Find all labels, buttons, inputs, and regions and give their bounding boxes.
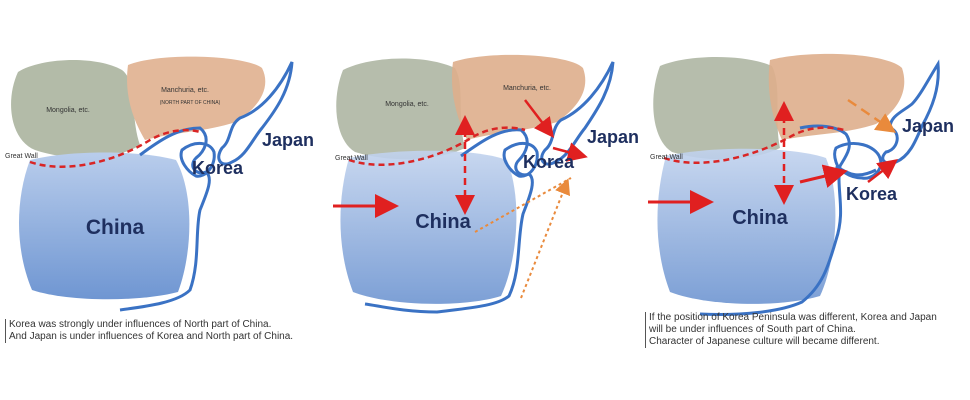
caption-historical: Korea was strongly under influences of N…	[5, 319, 293, 343]
japan-islands	[540, 61, 615, 166]
korea-peninsula	[502, 142, 539, 178]
caption-hypothetical: If the position of Korea Peninsula was d…	[645, 312, 937, 348]
korea-peninsula	[833, 142, 883, 180]
caption-line: will be under influences of South part o…	[649, 324, 856, 335]
manchuria-region	[127, 56, 266, 140]
great-wall-line	[29, 128, 201, 168]
caption-line: If the position of Korea Peninsula was d…	[649, 312, 937, 323]
influence-arrow-south-dotted	[520, 178, 571, 299]
mongolia-region	[653, 57, 780, 160]
coastline	[364, 128, 534, 314]
japan-label: Japan	[902, 116, 954, 136]
influence-arrow-korea-japan	[552, 142, 588, 162]
mongolia-label: Mongolia, etc.	[385, 101, 429, 108]
influence-arrow-china-dotted	[474, 177, 572, 233]
korea-peninsula	[179, 142, 216, 178]
influence-arrow-china-korea	[799, 164, 848, 188]
manchuria-label: Manchuria, etc.	[161, 87, 209, 94]
japan-label: Japan	[262, 130, 314, 150]
caption-line: Character of Japanese culture will becam…	[649, 336, 880, 347]
influence-arrow-manchuria-korea	[524, 99, 555, 138]
korea-label: Korea	[523, 152, 575, 172]
china-label: China	[86, 216, 145, 239]
panel-influence-flows: Mongolia, etc. Manchuria, etc. Great Wal…	[325, 0, 645, 400]
china-label: China	[732, 207, 788, 229]
korea-label: Korea	[192, 158, 244, 178]
panel-historical: Mongolia, etc. Manchuria, etc. (NORTH PA…	[0, 0, 325, 400]
map-hypothetical: Great Wall Korea Japan China	[648, 53, 954, 316]
manchuria-region	[451, 54, 586, 140]
japan-label: Japan	[587, 127, 639, 147]
china-region	[18, 152, 190, 300]
map-influence-flows: Mongolia, etc. Manchuria, etc. Great Wal…	[333, 54, 639, 314]
great-wall-label: Great Wall	[5, 153, 38, 160]
great-wall-label: Great Wall	[650, 154, 683, 161]
great-wall-label: Great Wall	[335, 155, 368, 162]
map-historical: Mongolia, etc. Manchuria, etc. (NORTH PA…	[5, 56, 314, 312]
great-wall-line	[348, 126, 526, 166]
korea-outline-south	[835, 164, 877, 177]
korea-label: Korea	[846, 184, 898, 204]
caption-line: And Japan is under influences of Korea a…	[9, 331, 294, 342]
china-label: China	[415, 211, 471, 233]
mongolia-region	[11, 60, 140, 158]
influence-arrow-manchuria-faded	[847, 98, 897, 133]
manchuria-label: Manchuria, etc.	[503, 85, 551, 92]
japan-islands	[217, 61, 294, 166]
panel-hypothetical: Great Wall Korea Japan China If the posi…	[640, 0, 970, 400]
mongolia-label: Mongolia, etc.	[46, 107, 90, 114]
mongolia-region	[336, 58, 465, 160]
japan-islands	[881, 59, 940, 165]
manchuria-note: (NORTH PART OF CHINA)	[160, 100, 221, 106]
manchuria-region	[768, 53, 905, 140]
caption-line: Korea was strongly under influences of N…	[9, 319, 272, 330]
influence-arrow-korea-japan	[867, 158, 898, 183]
coastline	[699, 124, 851, 316]
